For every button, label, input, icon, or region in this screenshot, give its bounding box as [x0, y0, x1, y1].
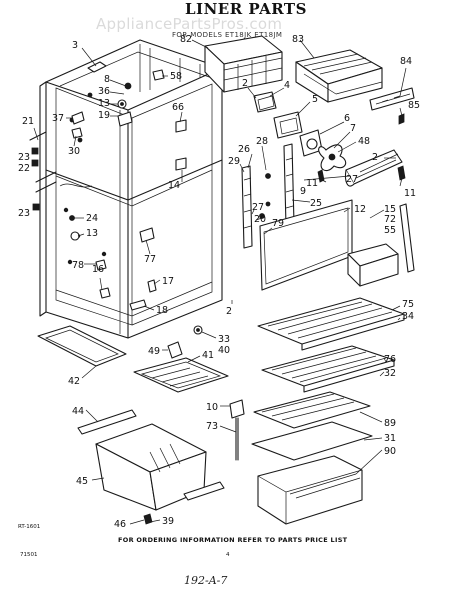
callout-45: 45 — [76, 476, 88, 487]
crisper-cover — [251, 391, 373, 461]
control-assembly-parts — [253, 91, 347, 172]
watermark-text: AppliancePartsPros.com — [96, 15, 282, 33]
water-tube — [229, 399, 245, 461]
ice-tray — [204, 35, 283, 93]
callout-58: 58 — [170, 71, 182, 82]
callout-2-lower: 2 — [226, 306, 232, 317]
callout-76: 76 — [384, 354, 396, 365]
callout-28: 28 — [256, 136, 268, 147]
butter-bin — [347, 243, 399, 287]
callout-20: 20 — [254, 214, 266, 225]
callout-18: 18 — [156, 305, 168, 316]
callout-23-upper: 23 — [18, 152, 30, 163]
callout-78: 78 — [72, 260, 84, 271]
meat-pan — [95, 423, 207, 511]
callout-11-right: 11 — [404, 188, 416, 199]
diagram-title: LINER PARTS — [185, 0, 307, 18]
callout-8: 8 — [104, 74, 110, 85]
air-duct — [317, 149, 406, 187]
callout-13-upper: 13 — [98, 98, 110, 109]
callout-77: 77 — [144, 254, 156, 265]
crisper-drawer — [257, 455, 363, 525]
callout-11-left: 11 — [306, 178, 318, 189]
callout-31: 31 — [384, 433, 396, 444]
callout-40: 40 — [218, 345, 230, 356]
callout-12: 12 — [354, 204, 366, 215]
callout-46: 46 — [114, 519, 126, 530]
callout-66: 66 — [172, 102, 184, 113]
callout-6: 6 — [344, 113, 350, 124]
freezer-shelf — [133, 357, 229, 393]
cabinet-liner — [29, 39, 223, 339]
callout-85: 85 — [408, 100, 420, 111]
callout-73: 73 — [206, 421, 218, 432]
callout-32: 32 — [384, 368, 396, 379]
callout-13-lower: 13 — [86, 228, 98, 239]
print-code: 71501 — [20, 552, 38, 558]
callout-16: 16 — [92, 264, 104, 275]
callout-75: 75 — [402, 299, 414, 310]
callout-30: 30 — [68, 146, 80, 157]
callout-41: 41 — [202, 350, 214, 361]
freezer-basket — [295, 49, 383, 103]
callout-44: 44 — [72, 406, 84, 417]
refrigerator-shelf-lower — [261, 345, 395, 393]
callout-4: 4 — [284, 80, 290, 91]
callout-36: 36 — [98, 86, 110, 97]
callout-17: 17 — [162, 276, 174, 287]
callout-90: 90 — [384, 446, 396, 457]
callout-5: 5 — [312, 94, 318, 105]
callout-55: 55 — [384, 225, 396, 236]
callout-33: 33 — [218, 334, 230, 345]
callout-27-upper: 27 — [346, 174, 358, 185]
handwritten-note: 192-A-7 — [184, 574, 227, 587]
door-rail — [369, 87, 415, 125]
callout-26: 26 — [238, 144, 250, 155]
model-line: FOR MODELS ET18JK ET18JM — [172, 31, 282, 39]
callout-34: 34 — [402, 311, 414, 322]
callout-24: 24 — [86, 213, 98, 224]
callout-3: 3 — [72, 40, 78, 51]
callout-48: 48 — [358, 136, 370, 147]
callout-7: 7 — [350, 123, 356, 134]
ordering-note: FOR ORDERING INFORMATION REFER TO PARTS … — [118, 536, 348, 544]
callout-42: 42 — [68, 376, 80, 387]
callout-2-top: 2 — [242, 78, 248, 89]
drain-tray — [37, 325, 127, 367]
leader-lines — [33, 39, 407, 525]
callout-83: 83 — [292, 34, 304, 45]
callout-29: 29 — [228, 156, 240, 167]
callout-23-lower: 23 — [18, 208, 30, 219]
callout-82: 82 — [180, 34, 192, 45]
interior-small-parts — [69, 69, 187, 311]
callout-22: 22 — [18, 163, 30, 174]
callout-27-lower: 27 — [252, 202, 264, 213]
callout-89: 89 — [384, 418, 396, 429]
thermostat-fittings — [167, 325, 203, 359]
drawing-code: RT-1601 — [18, 524, 40, 530]
callout-15: 15 — [384, 204, 396, 215]
pan-slide — [143, 481, 225, 525]
callout-2-mid: 2 — [372, 152, 378, 163]
callout-72: 72 — [384, 214, 396, 225]
callout-84: 84 — [400, 56, 412, 67]
callout-21: 21 — [22, 116, 34, 127]
callout-79: 79 — [272, 218, 284, 229]
divider-panel — [259, 199, 415, 291]
page-marker: 4 — [226, 552, 230, 558]
pan-rail — [77, 409, 137, 435]
callout-10: 10 — [206, 402, 218, 413]
callout-14: 14 — [168, 180, 180, 191]
callout-49: 49 — [148, 346, 160, 357]
callout-19: 19 — [98, 110, 110, 121]
callout-39: 39 — [162, 516, 174, 527]
refrigerator-shelf-upper — [257, 297, 405, 351]
callout-37: 37 — [52, 113, 64, 124]
callout-25: 25 — [310, 198, 322, 209]
callout-labels: 3 82 83 84 85 8 36 58 13 19 37 21 30 66 … — [18, 34, 420, 530]
callout-9: 9 — [300, 186, 306, 197]
